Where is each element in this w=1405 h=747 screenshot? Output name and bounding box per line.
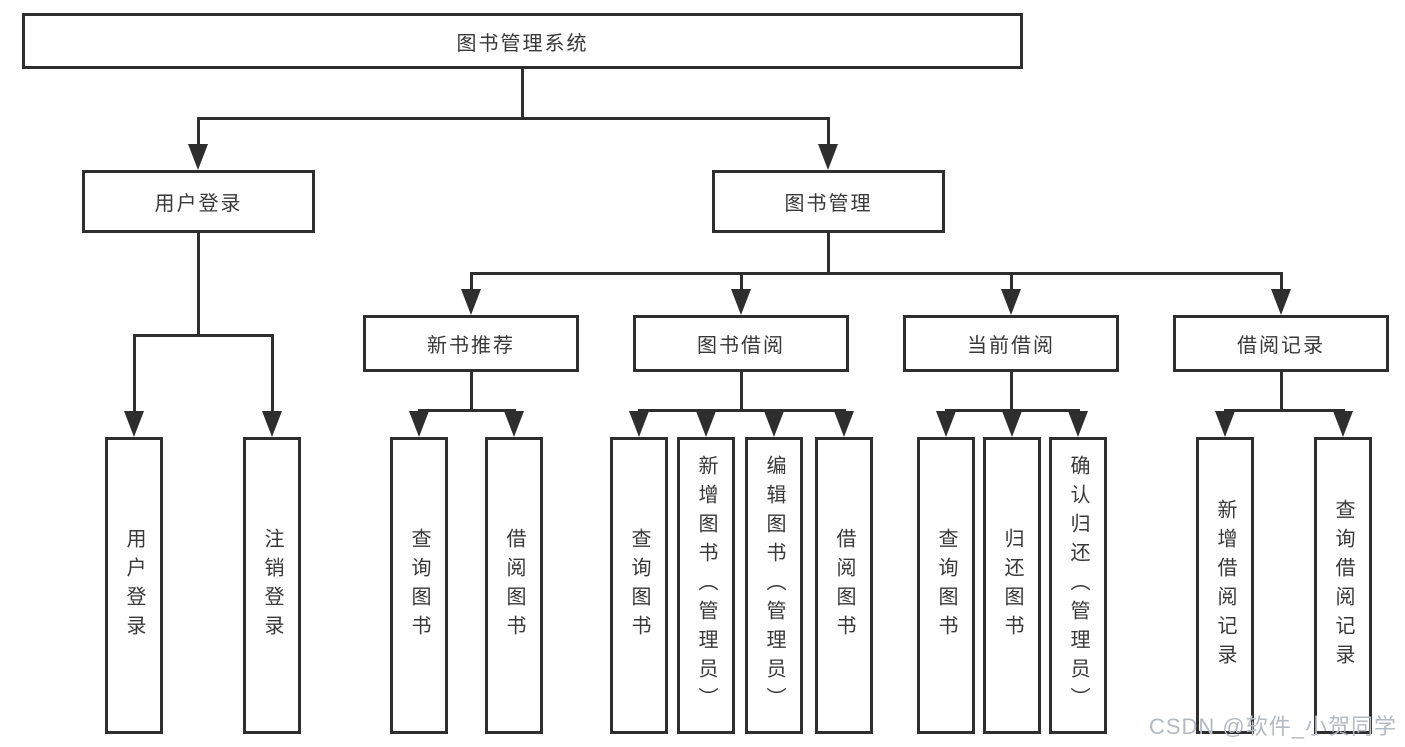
node-label: 归还图书: [1001, 527, 1023, 644]
node-label: 新增图书（管理员）: [695, 455, 717, 716]
node-label: 查询借阅记录: [1332, 498, 1354, 673]
node-label: 用户登录: [123, 527, 145, 644]
connector-arrow-stem: [1009, 273, 1013, 301]
node-query-borrow-record: 查询借阅记录: [1314, 437, 1372, 734]
connector-bar: [1223, 408, 1345, 412]
arrow-down-icon: [124, 411, 144, 437]
node-user-login-action: 用户登录: [105, 437, 163, 734]
connector-arrow-stem: [826, 118, 830, 156]
node-label: 查询图书: [935, 527, 957, 644]
arrow-down-icon: [936, 411, 956, 437]
connector-stem: [1009, 372, 1013, 412]
node-label: 图书管理: [784, 193, 873, 215]
node-label: 新增借阅记录: [1214, 498, 1236, 673]
node-new-book-recommendation: 新书推荐: [363, 315, 579, 372]
node-label: 新书推荐: [427, 335, 515, 357]
arrow-down-icon: [731, 289, 751, 315]
connector-bar: [196, 116, 830, 120]
connector-arrow-stem: [196, 118, 200, 156]
connector-stem: [469, 372, 473, 412]
arrow-down-icon: [1002, 411, 1022, 437]
arrow-down-icon: [818, 144, 838, 170]
node-confirm-return-admin: 确认归还（管理员）: [1049, 437, 1107, 734]
node-label: 查询图书: [628, 527, 650, 644]
connector-bar: [637, 408, 846, 412]
node-book-borrowing: 图书借阅: [633, 315, 849, 372]
arrow-down-icon: [262, 411, 282, 437]
arrow-down-icon: [629, 411, 649, 437]
node-label: 用户登录: [154, 193, 243, 215]
node-label: 借阅图书: [503, 527, 525, 644]
arrow-down-icon: [1001, 289, 1021, 315]
node-current-borrowing: 当前借阅: [903, 315, 1119, 372]
node-user-login: 用户登录: [82, 170, 315, 233]
node-label: 编辑图书（管理员）: [763, 455, 785, 716]
arrow-down-icon: [1271, 289, 1291, 315]
connector-arrow-stem: [1279, 273, 1283, 301]
arrow-down-icon: [696, 411, 716, 437]
connector-arrow-stem: [469, 273, 473, 301]
node-label: 查询图书: [408, 527, 430, 644]
connector-stem: [520, 69, 524, 120]
node-library-management-system: 图书管理系统: [22, 13, 1023, 69]
arrow-down-icon: [504, 411, 524, 437]
connector-bar: [417, 408, 516, 412]
arrow-down-icon: [764, 411, 784, 437]
node-query-books-3: 查询图书: [917, 437, 975, 734]
arrow-down-icon: [1215, 411, 1235, 437]
arrow-down-icon: [834, 411, 854, 437]
connector-arrow-stem: [132, 335, 136, 423]
node-label: 当前借阅: [967, 335, 1055, 357]
node-query-books-1: 查询图书: [390, 437, 448, 734]
arrow-down-icon: [188, 144, 208, 170]
node-label: 借阅记录: [1237, 335, 1325, 357]
node-label: 注销登录: [261, 527, 283, 644]
node-edit-books-admin: 编辑图书（管理员）: [745, 437, 803, 734]
arrow-down-icon: [1068, 411, 1088, 437]
node-borrow-books-1: 借阅图书: [485, 437, 543, 734]
node-logout: 注销登录: [243, 437, 301, 734]
connector-stem: [196, 233, 200, 337]
node-label: 借阅图书: [833, 527, 855, 644]
node-borrow-books-2: 借阅图书: [815, 437, 873, 734]
connector-arrow-stem: [739, 273, 743, 301]
arrow-down-icon: [409, 411, 429, 437]
node-add-books-admin: 新增图书（管理员）: [677, 437, 735, 734]
connector-stem: [739, 372, 743, 412]
connector-stem: [1279, 372, 1283, 412]
arrow-down-icon: [461, 289, 481, 315]
node-label: 图书借阅: [697, 335, 785, 357]
node-borrowing-records: 借阅记录: [1173, 315, 1389, 372]
node-label: 图书管理系统: [456, 32, 589, 55]
connector-bar: [469, 271, 1283, 275]
connector-stem: [826, 233, 830, 275]
node-return-books: 归还图书: [983, 437, 1041, 734]
node-add-borrow-record: 新增借阅记录: [1196, 437, 1254, 734]
connector-bar: [132, 333, 274, 337]
node-label: 确认归还（管理员）: [1067, 455, 1089, 716]
connector-arrow-stem: [270, 335, 274, 423]
node-query-books-2: 查询图书: [610, 437, 668, 734]
arrow-down-icon: [1333, 411, 1353, 437]
node-book-management: 图书管理: [712, 170, 945, 233]
